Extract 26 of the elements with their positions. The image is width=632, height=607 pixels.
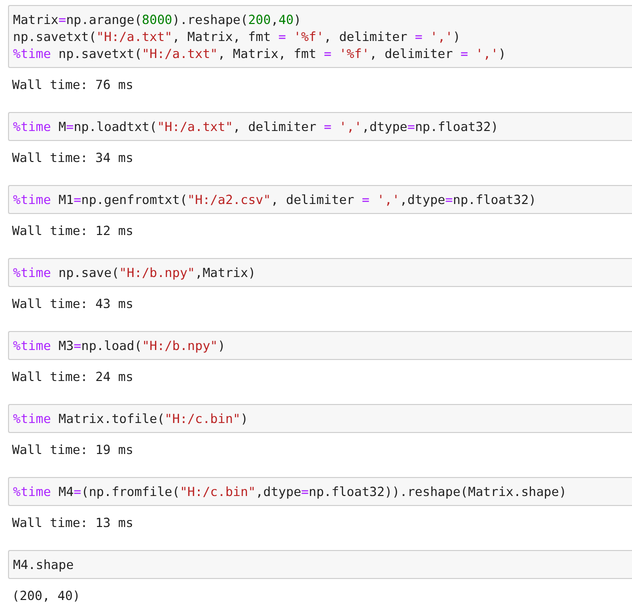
cell-output: (200, 40) xyxy=(11,587,82,605)
cell-output: Wall time: 13 ms xyxy=(11,514,134,532)
code-line: np.savetxt("H:/a.txt", Matrix, fmt = '%f', delimiter = ',') xyxy=(13,28,462,45)
code-cell xyxy=(8,404,632,433)
code-cell xyxy=(8,112,632,141)
code-line: %time M3=np.load("H:/b.npy") xyxy=(13,337,226,354)
code-cell xyxy=(8,331,632,360)
code-line: %time np.savetxt("H:/a.txt", Matrix, fmt = '%f', delimiter = ',') xyxy=(13,45,507,62)
code-cell xyxy=(8,550,632,579)
code-line: %time np.save("H:/b.npy",Matrix) xyxy=(13,264,257,281)
code-line: %time Matrix.tofile("H:/c.bin") xyxy=(13,410,250,427)
code-line: %time M=np.loadtxt("H:/a.txt", delimiter = ',',dtype=np.float32) xyxy=(13,118,500,135)
code-cell xyxy=(8,185,632,214)
code-cell xyxy=(8,258,632,287)
cell-output: Wall time: 19 ms xyxy=(11,441,134,459)
cell-output: Wall time: 76 ms xyxy=(11,76,134,94)
code-cell xyxy=(8,5,632,68)
cell-output: Wall time: 43 ms xyxy=(11,295,134,313)
cell-output: Wall time: 12 ms xyxy=(11,222,134,240)
code-line: %time M4=(np.fromfile("H:/c.bin",dtype=np.float32)).reshape(Matrix.shape) xyxy=(13,483,568,500)
cell-output: Wall time: 34 ms xyxy=(11,149,134,167)
code-line: Matrix=np.arange(8000).reshape(200,40) xyxy=(13,11,302,28)
code-line: %time M1=np.genfromtxt("H:/a2.csv", delimiter = ',',dtype=np.float32) xyxy=(13,191,538,208)
code-cell xyxy=(8,477,632,506)
code-line: M4.shape xyxy=(13,556,75,573)
cell-output: Wall time: 24 ms xyxy=(11,368,134,386)
